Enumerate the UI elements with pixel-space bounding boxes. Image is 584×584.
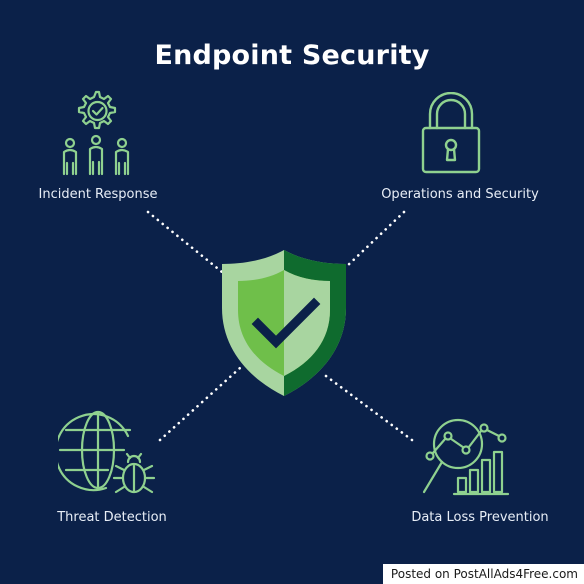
connector-operations xyxy=(343,210,406,270)
operations-security-label: Operations and Security xyxy=(381,187,539,202)
padlock-icon xyxy=(421,92,481,174)
connector-incident xyxy=(146,210,224,274)
magnifier-chart-icon xyxy=(422,418,510,496)
diagram-title: Endpoint Security xyxy=(154,40,430,71)
threat-detection-label: Threat Detection xyxy=(57,510,167,525)
globe-bug-icon xyxy=(58,410,156,494)
data-loss-prevention-label: Data Loss Prevention xyxy=(411,510,549,525)
incident-response-label: Incident Response xyxy=(38,187,158,202)
connector-dlp xyxy=(324,374,414,442)
watermark-link[interactable]: Posted on PostAllAds4Free.com xyxy=(382,564,584,584)
shield-check-icon xyxy=(222,250,346,396)
gear-people-icon xyxy=(62,90,130,176)
connector-threat xyxy=(158,366,242,442)
